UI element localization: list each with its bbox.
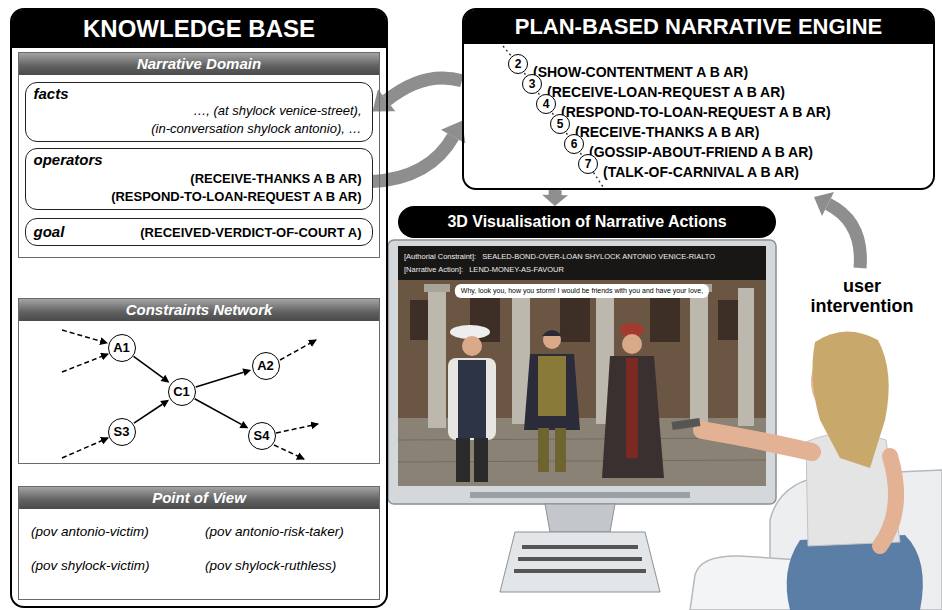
fact-text: …, (at shylock venice-street), bbox=[193, 102, 361, 119]
operator-text: (RECEIVE-THANKS A B AR) bbox=[190, 170, 361, 187]
plan-step: (TALK-OF-CARNIVAL A B AR) bbox=[603, 163, 799, 181]
speech-bubble: Why, look you, how you storm! I would be… bbox=[455, 284, 709, 298]
pov-text: (pov antonio-risk-taker) bbox=[205, 523, 344, 540]
section-header: Constraints Network bbox=[19, 299, 379, 321]
character-right bbox=[602, 323, 664, 478]
flow-arrow bbox=[373, 78, 463, 112]
screen-caption: [Narrative Action]: bbox=[404, 264, 463, 275]
node-text: A1 bbox=[109, 335, 135, 361]
node-text: C1 bbox=[169, 379, 195, 405]
operator-text: (RESPOND-TO-LOAN-REQUEST A B AR) bbox=[111, 188, 361, 205]
constraint-arrow bbox=[196, 368, 251, 387]
section-header: Point of View bbox=[19, 487, 379, 509]
user-figure bbox=[672, 331, 942, 610]
user-intervention-label: user intervention bbox=[800, 276, 924, 316]
facts-box: facts …, (at shylock venice-street),(in-c… bbox=[25, 82, 373, 142]
plan-step: (RESPOND-TO-LOAN-REQUEST A B AR) bbox=[561, 103, 831, 121]
screen-caption: LEND-MONEY-AS-FAVOUR bbox=[469, 264, 564, 275]
constraint-dangling-arrows bbox=[62, 330, 318, 459]
constraint-arrow bbox=[195, 399, 249, 429]
pov-text: (pov shylock-ruthless) bbox=[205, 557, 336, 574]
step-number: 3 bbox=[522, 74, 542, 94]
constraint-node: C1 bbox=[168, 378, 196, 406]
goal-box: goal (RECEIVED-VERDICT-OF-COURT A) bbox=[25, 218, 373, 246]
node-text: 7 bbox=[579, 155, 597, 173]
section-header: Narrative Domain bbox=[19, 53, 379, 75]
step-number: 4 bbox=[536, 94, 556, 114]
constraint-node: S3 bbox=[108, 418, 136, 446]
panel-title: PLAN-BASED NARRATIVE ENGINE bbox=[464, 10, 933, 44]
pov-text: (pov antonio-victim) bbox=[31, 523, 149, 540]
step-number: 5 bbox=[550, 114, 570, 134]
slot-name: goal bbox=[34, 223, 65, 241]
character-middle bbox=[524, 330, 580, 472]
node-text: 5 bbox=[551, 115, 569, 133]
node-text: 3 bbox=[523, 75, 541, 93]
point-of-view-panel: Point of View (pov antonio-victim) (pov an… bbox=[18, 486, 380, 600]
constraint-arrow bbox=[134, 400, 169, 423]
character-left bbox=[448, 325, 496, 482]
constraint-node: A2 bbox=[252, 352, 280, 380]
step-number: 2 bbox=[508, 54, 528, 74]
visualisation-label: 3D Visualisation of Narrative Actions bbox=[398, 206, 776, 238]
constraints-panel: Constraints NetworkA1C1 A2S3 S4 bbox=[18, 298, 380, 464]
node-text: 4 bbox=[537, 95, 555, 113]
panel-title: KNOWLEDGE BASE bbox=[12, 10, 386, 48]
node-text: 3D Visualisation of Narrative Actions bbox=[398, 206, 776, 238]
slot-name: facts bbox=[34, 85, 69, 103]
plan-step: (RECEIVE-LOAN-REQUEST A B AR) bbox=[547, 83, 785, 101]
slot-name: operators bbox=[34, 151, 103, 169]
plan-step: (RECEIVE-THANKS A B AR) bbox=[575, 123, 759, 141]
constraint-node: S4 bbox=[248, 422, 276, 450]
fact-text: (in-conversation shylock antonio), … bbox=[151, 120, 361, 137]
screen-caption: [Authorial Constraint]: bbox=[404, 251, 476, 262]
domain-panel: Narrative Domain facts …, (at shylock veni… bbox=[18, 52, 380, 258]
node-text: 6 bbox=[565, 135, 583, 153]
goal-text: (RECEIVED-VERDICT-OF-COURT A) bbox=[140, 224, 361, 241]
constraint-node: A1 bbox=[108, 334, 136, 362]
television bbox=[388, 240, 776, 592]
node-text: S4 bbox=[249, 423, 275, 449]
node-text: S3 bbox=[109, 419, 135, 445]
plan-step: (GOSSIP-ABOUT-FRIEND A B AR) bbox=[589, 143, 813, 161]
node-text: 2 bbox=[509, 55, 527, 73]
screen-caption: SEALED-BOND-OVER-LOAN SHYLOCK ANTONIO VE… bbox=[482, 251, 715, 262]
constraint-arrow bbox=[134, 356, 170, 382]
screen-caption-row: [Authorial Constraint]: SEALED-BOND-OVER-… bbox=[404, 251, 715, 262]
knowledge-base-panel: KNOWLEDGE BASE Narrative Domain facts …, (a… bbox=[10, 8, 388, 608]
pov-text: (pov shylock-victim) bbox=[31, 557, 150, 574]
step-number: 7 bbox=[578, 154, 598, 174]
plan-step: (SHOW-CONTENTMENT A B AR) bbox=[533, 63, 748, 81]
user-intervention-arrow bbox=[814, 192, 860, 268]
node-text: A2 bbox=[253, 353, 279, 379]
narrative-engine-panel: PLAN-BASED NARRATIVE ENGINE (SHOW-CONTENT… bbox=[462, 8, 935, 190]
step-number: 6 bbox=[564, 134, 584, 154]
screen-caption-row: [Narrative Action]: LEND-MONEY-AS-FAVOUR bbox=[404, 264, 564, 275]
flow-arrow bbox=[542, 190, 568, 206]
operators-box: operators (RECEIVE-THANKS A B AR)(RESPOND… bbox=[25, 148, 373, 210]
